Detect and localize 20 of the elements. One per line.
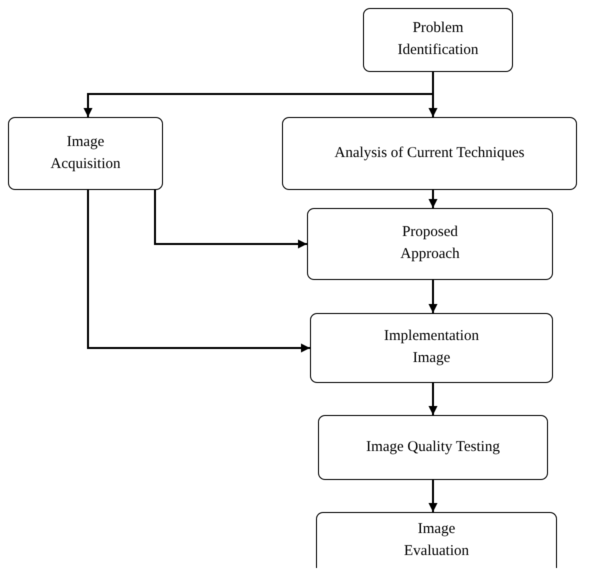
process-box <box>318 415 548 480</box>
box-label: Implementation Image <box>383 327 480 368</box>
arrow <box>428 383 438 415</box>
arrow <box>428 280 438 313</box>
process-box <box>316 512 557 568</box>
process-box <box>282 117 577 190</box>
arrow <box>428 190 438 208</box>
box-label: Image Quality Testing <box>366 438 500 457</box>
process-box <box>310 313 553 383</box>
box-label: Problem Identification <box>396 19 480 60</box>
process-box <box>363 8 513 72</box>
arrow <box>154 190 307 248</box>
arrow <box>428 480 438 512</box>
box-label: Image Evaluation <box>403 520 470 560</box>
process-box <box>8 117 163 190</box>
arrow <box>87 190 310 352</box>
box-label: Analysis of Current Techniques <box>334 144 524 163</box>
process-box <box>307 208 553 280</box>
box-label: Image Acquisition <box>50 132 122 174</box>
box-label: Proposed Approach <box>399 223 461 264</box>
